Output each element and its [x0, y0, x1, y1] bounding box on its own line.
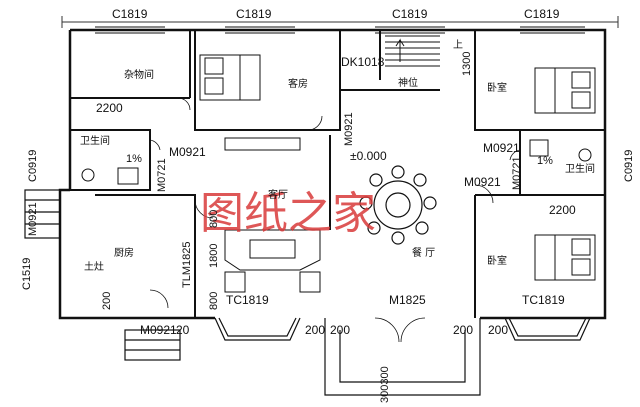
dim-steps-300300: 300300 [379, 366, 391, 403]
door-label-kitchen-sliding: TLM1825 [181, 242, 193, 288]
room-label-stove: 土灶 [84, 260, 104, 273]
dim-m0921-20: 20 [176, 323, 190, 337]
door-label-left-bath-upper: M0921 [169, 145, 206, 159]
dim-v-800-bottom: 800 [208, 292, 220, 310]
door-label-right-bath-side: M0721 [511, 156, 523, 190]
door-label-living-right: M0921 [464, 175, 501, 189]
window-label-top-3: C1819 [392, 7, 428, 21]
door-label-left-bath-side: M0721 [156, 158, 168, 192]
front-porch [324, 318, 481, 396]
bed-lower-right [534, 234, 596, 281]
window-label-bottom-right: TC1819 [522, 293, 565, 307]
dim-slope-right: 1% [537, 155, 553, 167]
sofa-set [224, 229, 321, 293]
tv-cabinet [224, 137, 301, 151]
dim-level: ±0.000 [350, 149, 387, 163]
room-label-kitchen: 厨房 [114, 246, 134, 259]
interior-walls [70, 30, 605, 318]
window-label-left-upper: C0919 [27, 150, 39, 182]
room-label-dining: 餐 厅 [412, 246, 435, 259]
dining-table [359, 165, 437, 245]
room-label-bath-left: 卫生间 [80, 134, 110, 147]
room-label-storage: 杂物间 [124, 68, 154, 81]
bay-window-left [214, 317, 301, 341]
dim-stair-1300: 1300 [461, 52, 473, 76]
bathroom-fixtures [81, 139, 592, 185]
dim-left-2200: 2200 [96, 101, 123, 115]
door-label-front: M1825 [389, 293, 426, 307]
top-windows [95, 26, 585, 34]
window-label-left-lower: C1519 [21, 258, 33, 290]
dim-bottom-200-3: 200 [453, 323, 473, 337]
dim-bottom-200-1: 200 [305, 323, 325, 337]
door-label-left-entry: M0921 [27, 202, 39, 236]
room-label-bath-right: 卫生间 [565, 162, 595, 175]
dim-kitchen-200: 200 [101, 292, 113, 310]
watermark: 图纸之家 [200, 188, 376, 239]
kitchen-steps [124, 329, 181, 361]
left-steps [24, 189, 61, 239]
window-label-bottom-left: TC1819 [226, 293, 269, 307]
door-label-stair: DK1018 [341, 55, 385, 69]
top-dimension-line [61, 16, 619, 28]
room-label-stairs-up: 上 [453, 39, 463, 51]
exterior-walls [58, 28, 607, 320]
door-label-bedroom: M0921 [343, 112, 355, 146]
room-label-living: 客厅 [268, 188, 288, 201]
bed-upper-right [534, 67, 596, 114]
window-label-top-4: C1819 [524, 7, 560, 21]
dim-slope-left: 1% [126, 153, 142, 165]
dim-v-800-top: 800 [208, 210, 220, 228]
bay-window-right [504, 317, 591, 341]
window-label-right-upper: C0919 [623, 150, 635, 182]
door-label-kitchen: M0921 [140, 323, 177, 337]
room-label-guest: 客房 [288, 77, 308, 90]
room-label-bedroom-lower: 卧室 [487, 254, 507, 267]
dim-bottom-200-4: 200 [488, 323, 508, 337]
room-label-shrine: 神位 [398, 76, 418, 89]
dim-bottom-200-2: 200 [330, 323, 350, 337]
door-swings [149, 97, 521, 343]
room-label-bedroom-upper: 卧室 [487, 81, 507, 94]
dim-right-2200: 2200 [549, 203, 576, 217]
window-label-top-2: C1819 [236, 7, 272, 21]
staircase [385, 35, 440, 67]
door-label-right-bath: M0921 [483, 141, 520, 155]
dim-v-1800: 1800 [208, 244, 220, 268]
bed-guest-room [199, 54, 261, 101]
window-label-top-1: C1819 [112, 7, 148, 21]
